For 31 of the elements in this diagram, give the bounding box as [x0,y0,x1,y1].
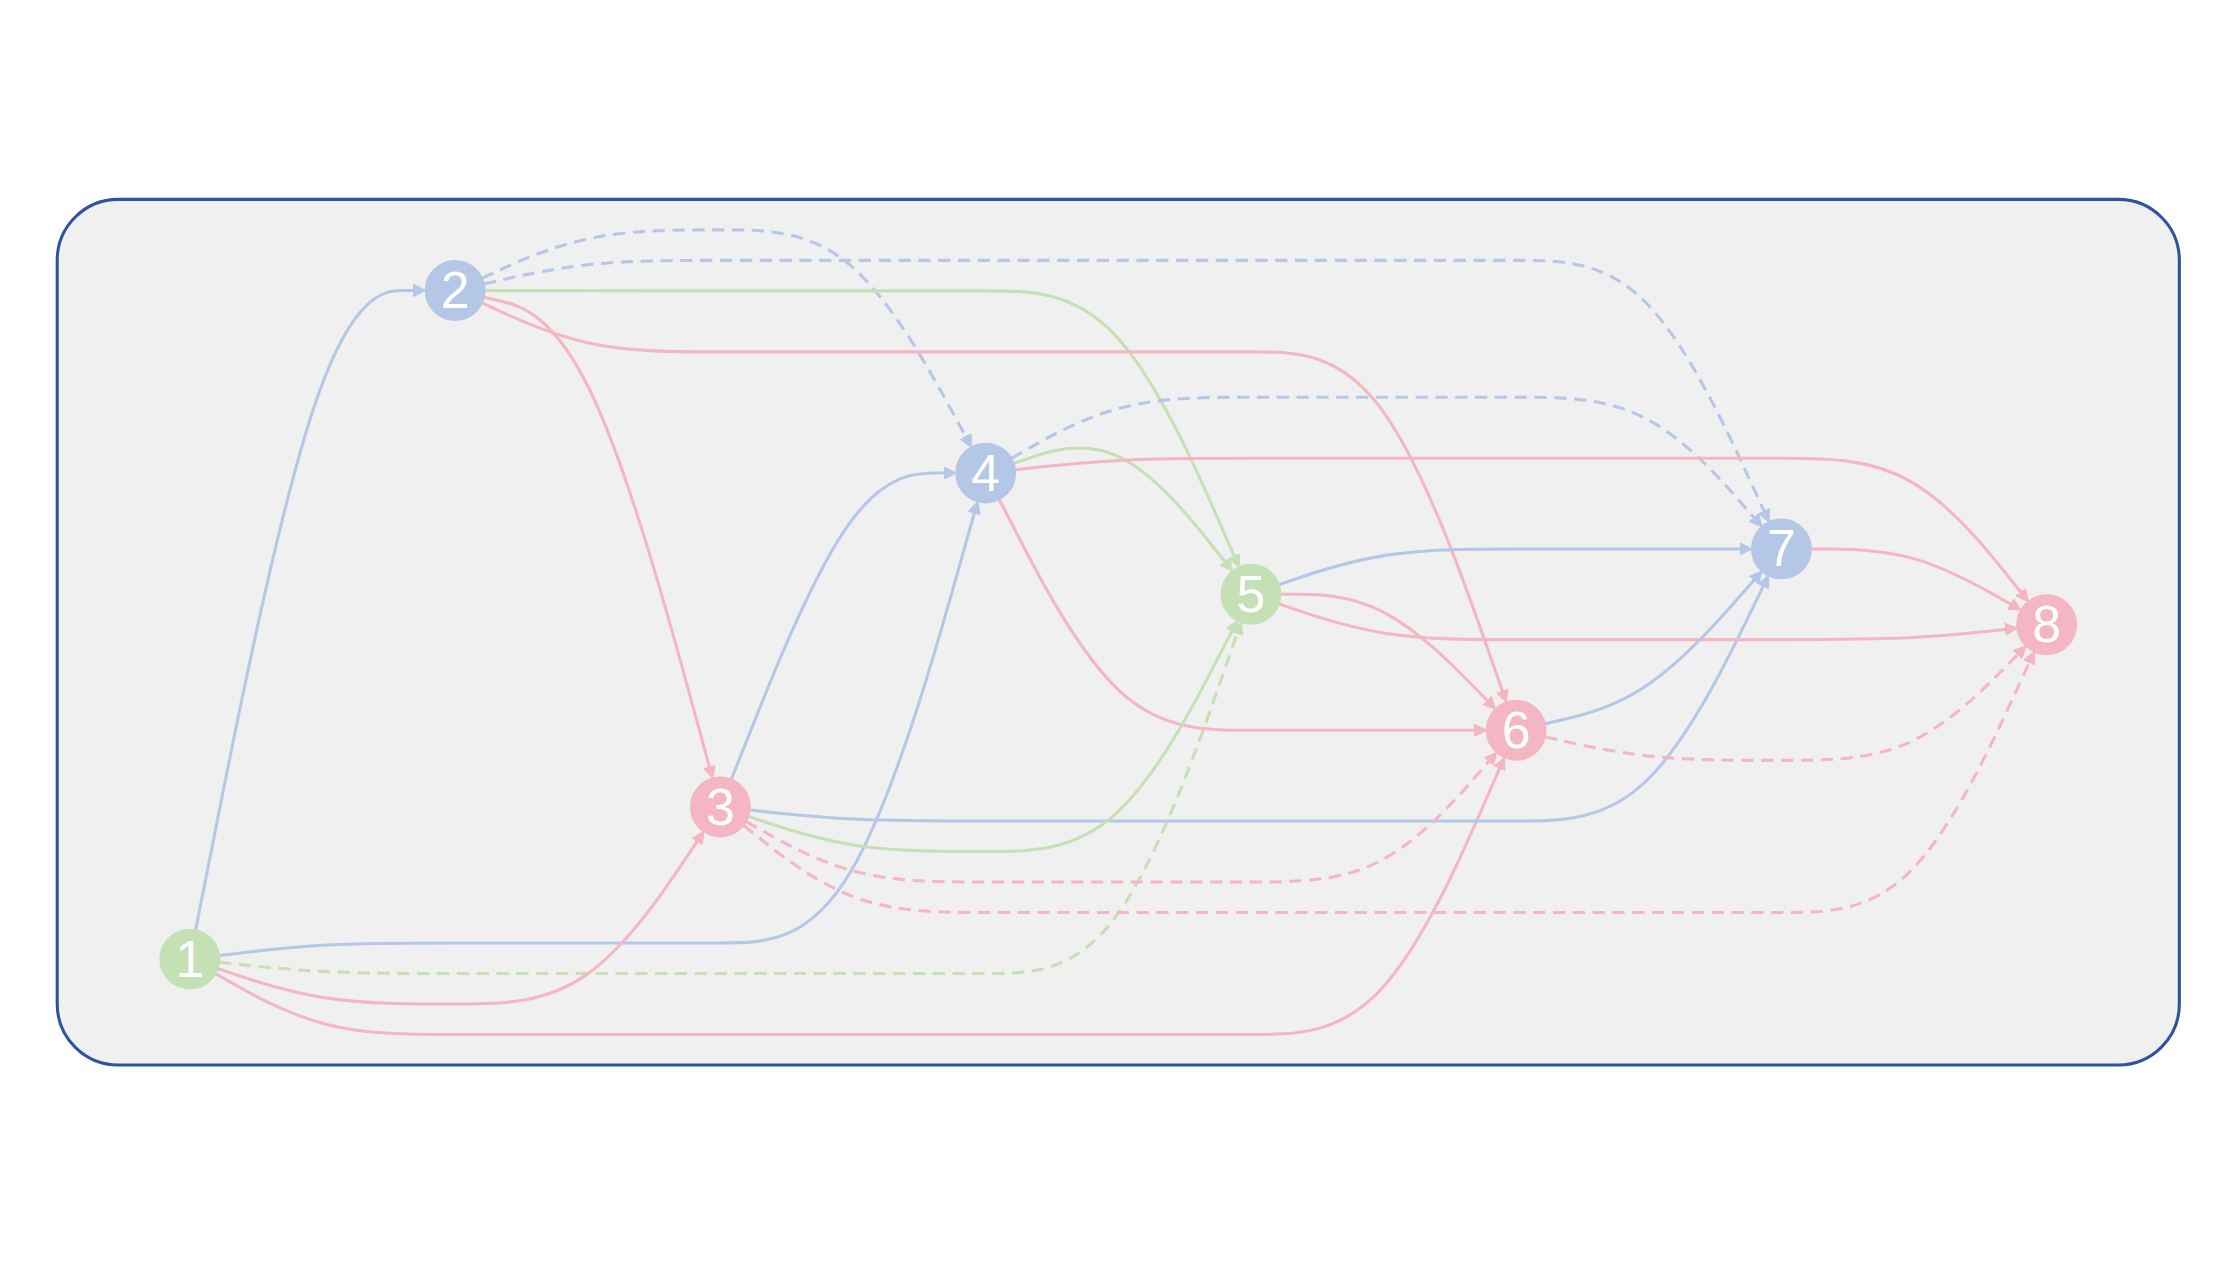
arrow [997,499,1487,738]
arrow [1010,396,1763,528]
arrow [481,228,972,448]
node-circle: 6 [1485,700,1547,762]
node-circle: 1 [159,928,220,990]
node-circle: 7 [1750,518,1812,580]
arrow [749,575,1769,823]
arrow [193,284,426,931]
cluster [55,198,2181,1067]
arrow [481,301,1509,704]
node-circle: 8 [2016,594,2077,656]
arrow [218,501,981,958]
arrow [483,296,716,780]
arrow [1544,645,2027,763]
node-circle: 3 [689,776,751,838]
arrow [747,620,1238,854]
arrow [1278,602,2018,642]
arrow [1014,457,2029,603]
arrow [1280,593,1496,710]
arrow [742,651,2036,915]
node-circle: 2 [424,260,486,322]
arrow [214,757,1506,1037]
arrow [1012,446,1233,572]
node-circle: 4 [954,442,1016,504]
arrow [1810,547,2022,611]
arrow [483,259,1770,523]
arrow [484,289,1241,568]
arrow [1544,570,1763,726]
arrow [745,752,1497,884]
arrow [217,831,705,1006]
node-circle: 5 [1220,564,1282,625]
